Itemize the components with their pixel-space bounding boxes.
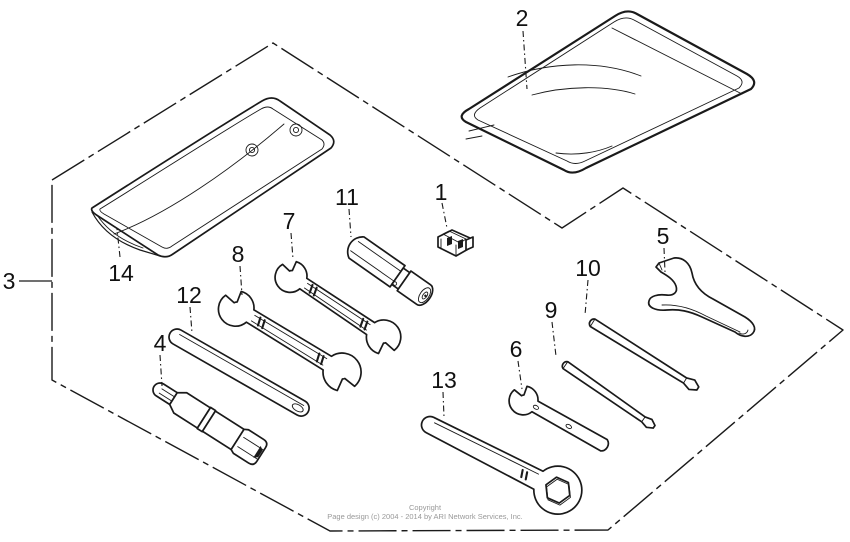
callout-6[interactable]: 6 <box>510 336 523 362</box>
part-9-screwdriver-blade <box>561 360 656 429</box>
leader-line-8 <box>239 265 243 296</box>
leader-lines <box>19 30 666 418</box>
leader-line-6 <box>517 360 523 390</box>
callout-11[interactable]: 11 <box>335 184 359 210</box>
zipper-seam <box>611 27 743 95</box>
part-5-hook-wrench <box>647 257 756 338</box>
part-7-open-end-wrench <box>274 260 402 355</box>
callout-7[interactable]: 7 <box>283 208 296 234</box>
callout-13[interactable]: 13 <box>431 367 457 393</box>
part-13-box-end-wrench <box>420 415 583 515</box>
part-10-screwdriver-blade <box>588 318 700 391</box>
snap-button <box>289 123 303 137</box>
leader-line-10 <box>584 279 589 316</box>
part-2-tool-bag <box>460 10 756 174</box>
leader-line-9 <box>551 321 557 357</box>
part-14-tool-pouch <box>90 97 335 258</box>
callout-8[interactable]: 8 <box>232 241 245 267</box>
part-4-spark-plug-socket <box>152 382 268 466</box>
callout-5[interactable]: 5 <box>657 223 670 249</box>
copyright-line-1: Copyright <box>409 503 442 512</box>
footer: Copyright Page design (c) 2004 - 2014 by… <box>327 503 523 521</box>
leader-line-2 <box>522 30 528 90</box>
hex-hole <box>545 476 571 504</box>
part-11-socket-driver <box>346 236 434 307</box>
leader-line-7 <box>290 232 294 260</box>
callout-12[interactable]: 12 <box>176 282 202 308</box>
callout-1[interactable]: 1 <box>435 179 448 205</box>
leader-line-4 <box>159 354 163 387</box>
part-1-clip <box>437 229 474 257</box>
callout-4[interactable]: 4 <box>154 330 167 356</box>
diagram-border <box>51 42 844 532</box>
leader-line-11 <box>348 208 352 238</box>
part-6-open-end-wrench <box>508 385 610 452</box>
snap-button <box>245 143 259 157</box>
leader-line-13 <box>442 391 445 418</box>
leader-line-5 <box>663 247 666 273</box>
part-8-open-end-wrench <box>217 290 362 392</box>
callout-9[interactable]: 9 <box>545 297 558 323</box>
leader-line-12 <box>189 306 193 334</box>
part-12-tommy-bar <box>168 328 310 417</box>
callout-3[interactable]: 3 <box>3 268 16 294</box>
leader-line-14 <box>116 228 121 258</box>
callout-14[interactable]: 14 <box>108 260 134 286</box>
copyright-line-2: Page design (c) 2004 - 2014 by ARI Netwo… <box>327 512 523 521</box>
callout-2[interactable]: 2 <box>516 5 529 31</box>
callout-10[interactable]: 10 <box>575 255 601 281</box>
leader-line-1 <box>441 202 448 229</box>
